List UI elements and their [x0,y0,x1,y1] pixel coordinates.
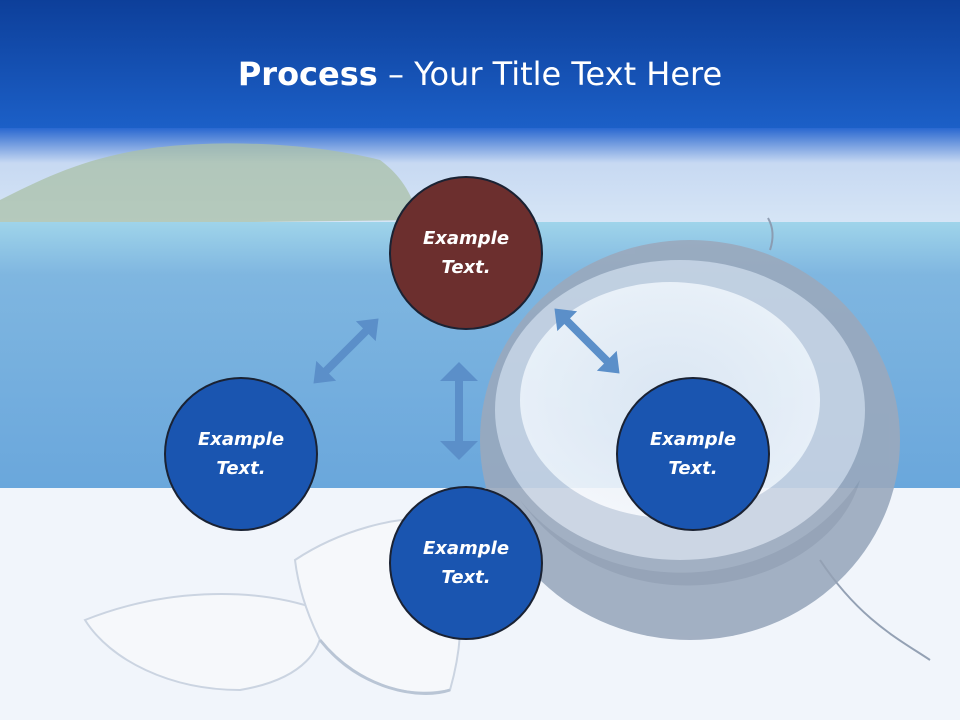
node-top[interactable]: Example Text. [389,176,543,330]
title-rest: – Your Title Text Here [377,55,723,93]
island-shape [0,143,420,225]
node-bottom[interactable]: Example Text. [389,486,543,640]
node-right-line2: Text. [668,458,718,479]
node-left-line1: Example [197,429,285,450]
node-top-line1: Example [422,228,510,249]
header-bar [0,0,960,130]
double-arrow-center [440,362,478,460]
node-top-line2: Text. [441,257,491,278]
title-bold: Process [237,55,378,93]
connector-arrows [313,308,620,460]
double-arrow-left [313,318,379,384]
node-bottom-line1: Example [422,538,510,559]
double-arrow-right [554,308,620,374]
node-bottom-line2: Text. [441,567,491,588]
node-left[interactable]: Example Text. [164,377,318,531]
node-right-line1: Example [649,429,737,450]
node-right[interactable]: Example Text. [616,377,770,531]
slide-title: Process – Your Title Text Here [0,54,960,94]
node-left-line2: Text. [216,458,266,479]
